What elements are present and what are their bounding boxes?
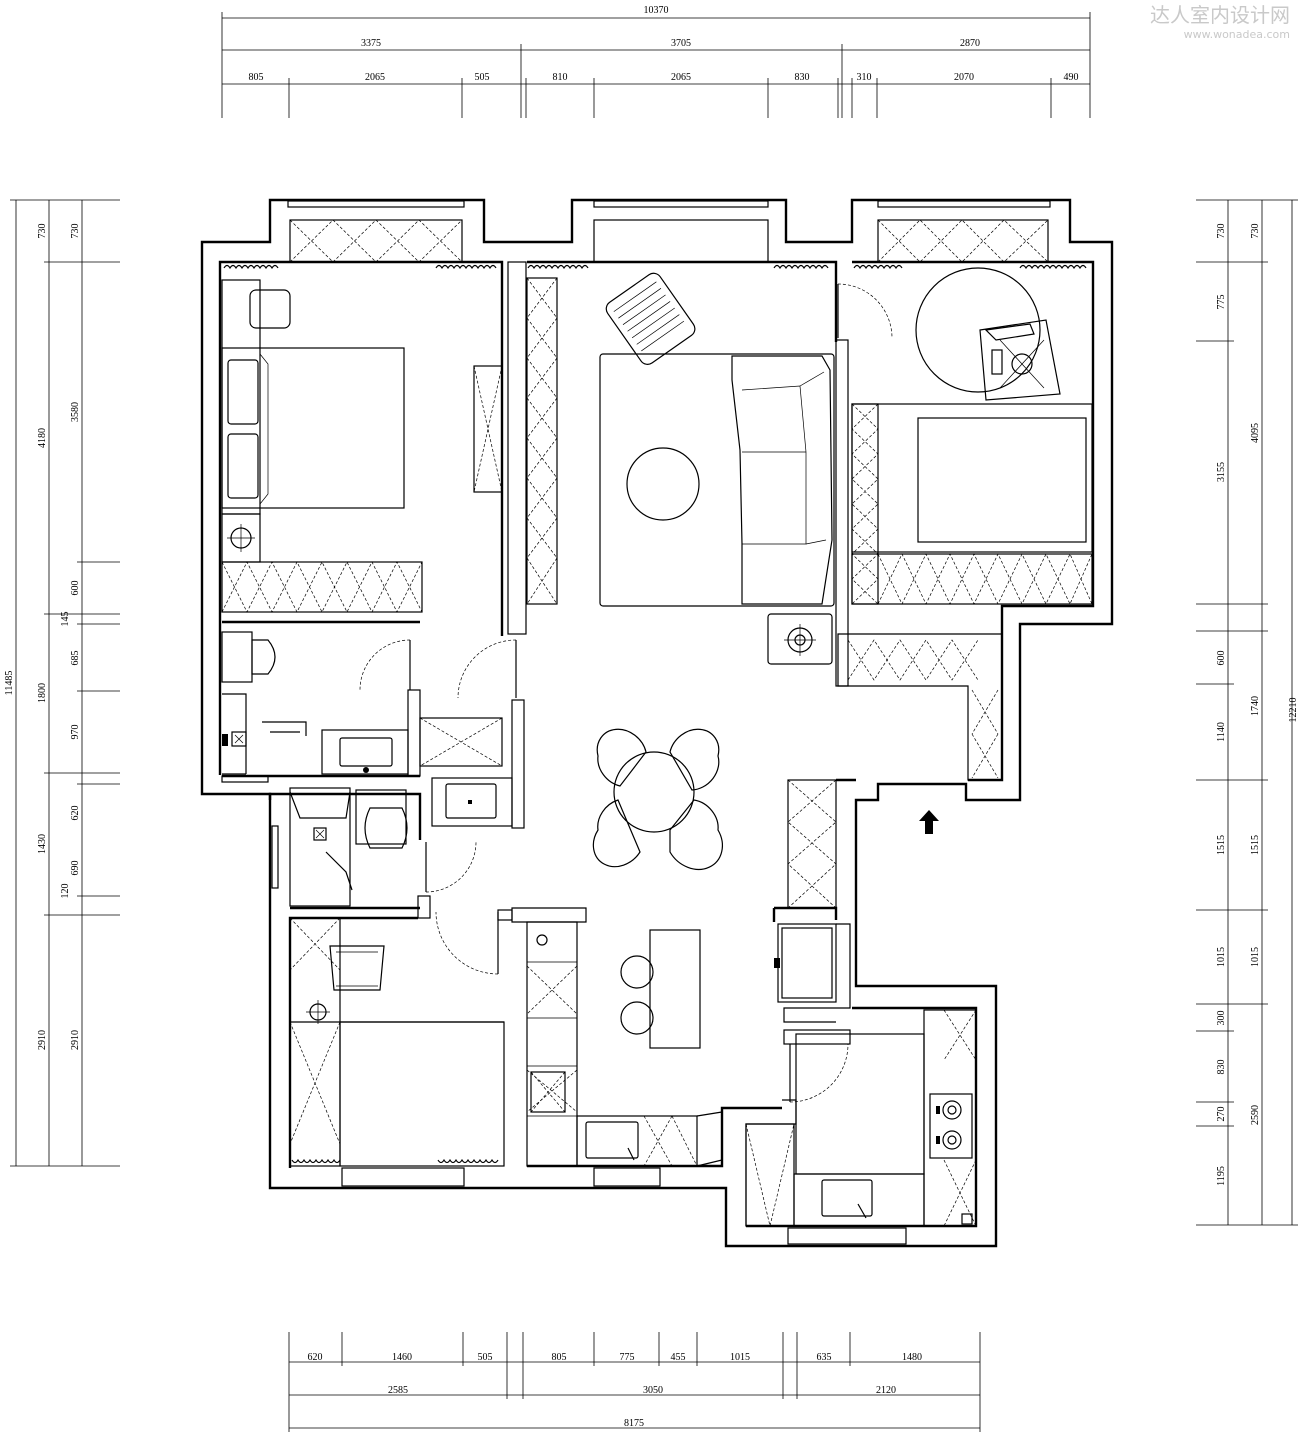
dim-bottom-detail-8: 635 xyxy=(817,1352,832,1363)
watermark-title: 达人室内设计网 xyxy=(1150,3,1290,27)
dim-bottom-detail-7: 1015 xyxy=(730,1352,750,1363)
dim-right-detail-8: 300 xyxy=(1216,1011,1227,1026)
right-dimensions: 12210 730 4095 1740 1515 1015 2590 730 7… xyxy=(1196,199,1299,1226)
floor-drain-icon xyxy=(231,731,247,747)
bay-windows xyxy=(289,219,1049,263)
curtains xyxy=(223,264,1087,1164)
dim-left-mid-3: 1800 xyxy=(37,683,48,703)
dim-right-mid-5: 1015 xyxy=(1250,947,1261,967)
dim-left-detail-7: 620 xyxy=(70,806,81,821)
dim-right-total: 12210 xyxy=(1288,698,1299,723)
dim-left-detail-4: 145 xyxy=(60,612,71,627)
bathroom-left xyxy=(221,631,421,778)
bedroom-right xyxy=(851,267,1093,605)
dim-top-mid-3: 2870 xyxy=(960,38,980,49)
top-dimensions: 10370 3375 3705 2870 805 2065 505 810 20… xyxy=(221,5,1091,118)
dim-top-detail-2: 2065 xyxy=(365,72,385,83)
bedroom-bottom xyxy=(289,907,587,1167)
dim-right-detail-10: 270 xyxy=(1216,1107,1227,1122)
entry-cabinet xyxy=(835,339,1003,781)
dim-bottom-detail-3: 505 xyxy=(478,1352,493,1363)
dim-left-detail-3: 600 xyxy=(70,581,81,596)
dim-bottom-mid-3: 2120 xyxy=(876,1385,896,1396)
dim-left-detail-2: 3580 xyxy=(70,402,81,422)
watermark-url: www.wonadea.com xyxy=(1184,28,1290,41)
dim-right-detail-11: 1195 xyxy=(1216,1166,1227,1186)
dim-right-detail-5: 1140 xyxy=(1216,722,1227,742)
dim-left-detail-5: 685 xyxy=(70,651,81,666)
dim-left-mid-1: 730 xyxy=(37,224,48,239)
dim-bottom-detail-4: 805 xyxy=(552,1352,567,1363)
dim-left-mid-2: 4180 xyxy=(37,428,48,448)
dim-left-mid-4: 1430 xyxy=(37,834,48,854)
sink-icon xyxy=(339,737,393,767)
dim-top-detail-6: 830 xyxy=(795,72,810,83)
dim-left-detail-10: 2910 xyxy=(70,1030,81,1050)
dim-right-detail-9: 830 xyxy=(1216,1060,1227,1075)
dim-right-detail-4: 600 xyxy=(1216,651,1227,666)
door-arcs xyxy=(359,283,893,1103)
dim-right-detail-6: 1515 xyxy=(1216,835,1227,855)
dim-right-mid-4: 1515 xyxy=(1250,835,1261,855)
wardrobe-column xyxy=(507,261,558,635)
dim-top-detail-3: 505 xyxy=(475,72,490,83)
dim-top-detail-8: 2070 xyxy=(954,72,974,83)
dim-top-mid-1: 3375 xyxy=(361,38,381,49)
dim-bottom-mid-1: 2585 xyxy=(388,1385,408,1396)
dim-top-detail-4: 810 xyxy=(553,72,568,83)
dim-left-detail-1: 730 xyxy=(70,224,81,239)
kitchen-right xyxy=(745,923,977,1227)
dim-right-mid-6: 2590 xyxy=(1250,1105,1261,1125)
gas-stove-icon xyxy=(929,1093,973,1159)
kitchen-centre xyxy=(526,921,723,1167)
dim-right-detail-7: 1015 xyxy=(1216,947,1227,967)
dim-top-total: 10370 xyxy=(644,5,669,16)
bottom-dimensions: 620 1460 505 805 775 455 1015 635 1480 2… xyxy=(288,1332,981,1432)
dim-right-mid-2: 4095 xyxy=(1250,423,1261,443)
dim-left-mid-5: 2910 xyxy=(37,1030,48,1050)
dim-bottom-detail-6: 455 xyxy=(671,1352,686,1363)
dim-top-detail-9: 490 xyxy=(1064,72,1079,83)
toilet-icon xyxy=(251,639,276,675)
left-dimensions: 11485 730 4180 1800 1430 2910 730 3580 6… xyxy=(4,199,120,1167)
dim-left-detail-9: 120 xyxy=(60,884,71,899)
dim-bottom-detail-5: 775 xyxy=(620,1352,635,1363)
dim-right-mid-1: 730 xyxy=(1250,224,1261,239)
dim-bottom-mid-2: 3050 xyxy=(643,1385,663,1396)
bathroom-middle xyxy=(268,699,525,919)
dim-left-detail-6: 970 xyxy=(70,725,81,740)
dim-top-detail-5: 2065 xyxy=(671,72,691,83)
dim-bottom-detail-9: 1480 xyxy=(902,1352,922,1363)
dining-set xyxy=(592,728,723,870)
dim-right-detail-1: 730 xyxy=(1216,224,1227,239)
dim-left-detail-8: 690 xyxy=(70,861,81,876)
master-bedroom xyxy=(221,279,503,624)
dim-right-detail-3: 3155 xyxy=(1216,462,1227,482)
dim-bottom-total: 8175 xyxy=(624,1418,644,1429)
dim-left-total: 11485 xyxy=(4,671,15,696)
dim-top-detail-7: 310 xyxy=(857,72,872,83)
dim-right-detail-2: 775 xyxy=(1216,295,1227,310)
dim-bottom-detail-1: 620 xyxy=(308,1352,323,1363)
pantry-cabinet xyxy=(772,778,856,922)
living-room xyxy=(599,272,835,665)
entrance-arrow-icon xyxy=(919,810,939,834)
dim-right-mid-3: 1740 xyxy=(1250,696,1261,716)
dim-top-detail-1: 805 xyxy=(249,72,264,83)
dim-bottom-detail-2: 1460 xyxy=(392,1352,412,1363)
dim-top-mid-2: 3705 xyxy=(671,38,691,49)
